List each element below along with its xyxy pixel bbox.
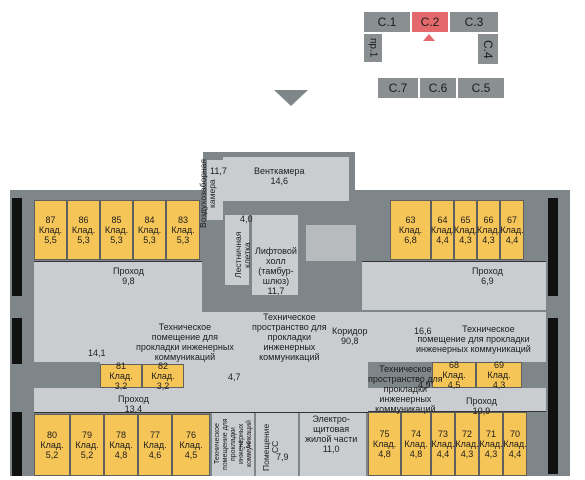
- vozduhozabornaya-room[interactable]: [207, 160, 223, 220]
- stair-room[interactable]: [225, 215, 249, 285]
- tech-right2-area: 4,9: [418, 380, 431, 390]
- common-area-bottom-right: [362, 388, 546, 412]
- section-pr1[interactable]: пр.1: [364, 34, 382, 62]
- tech-right-room[interactable]: [404, 318, 546, 350]
- current-section-marker-icon: [423, 34, 435, 41]
- direction-arrow-icon: [274, 90, 308, 106]
- section-c4[interactable]: С.4: [478, 34, 498, 64]
- common-area-top-right: [362, 262, 546, 310]
- pomeshenie-ss-label: Помещение СС: [261, 423, 280, 471]
- divider-line: [34, 261, 202, 262]
- divider-line: [362, 261, 546, 262]
- section-c1[interactable]: С.1: [364, 12, 410, 32]
- common-area-top-left: [34, 262, 202, 312]
- tech-right-area: 16,6: [414, 326, 432, 336]
- section-c3[interactable]: С.3: [450, 12, 498, 32]
- electro-room[interactable]: [300, 412, 366, 476]
- pomeshenie-ss-area: 7,9: [276, 452, 289, 462]
- section-c2-active[interactable]: С.2: [412, 12, 448, 32]
- section-c7[interactable]: С.7: [378, 78, 418, 98]
- area-4-7: 4,7: [228, 372, 241, 382]
- stair-label: Лестничная клетка: [233, 231, 252, 279]
- wall-edge-left-top: [12, 198, 22, 296]
- tech-vertical-area: 7,3: [238, 440, 251, 450]
- ventkamera-room[interactable]: [223, 157, 349, 201]
- divider-line: [368, 411, 546, 412]
- common-area-bottom-left: [34, 388, 218, 412]
- wall-edge-left-mid: [12, 318, 22, 364]
- lift-shaft: [306, 225, 356, 261]
- stair-area: 4,0: [240, 214, 253, 224]
- tech-vertical-room[interactable]: [212, 412, 254, 476]
- wall-edge-left-bottom: [12, 412, 22, 476]
- pomeshenie-ss-room[interactable]: [256, 412, 298, 476]
- section-c5[interactable]: С.5: [458, 78, 504, 98]
- tech-left-area: 14,1: [88, 348, 106, 358]
- divider-line: [34, 412, 368, 413]
- lift-hall-room[interactable]: [252, 215, 298, 295]
- wall-edge-right-top: [548, 198, 558, 296]
- section-c6[interactable]: С.6: [420, 78, 456, 98]
- vozduhozabornaya-area: 11,7: [210, 166, 227, 176]
- wall-edge-right-bottom: [548, 318, 558, 474]
